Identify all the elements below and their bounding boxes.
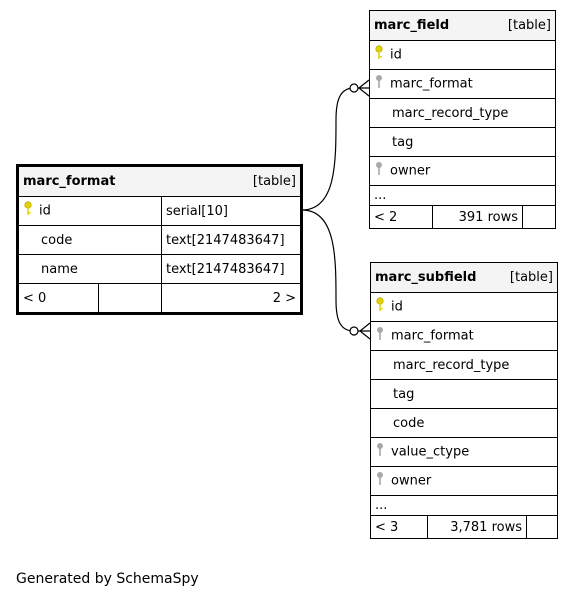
column-type: text[2147483647] [161, 225, 302, 255]
parents-count [526, 515, 558, 539]
parents-count [522, 205, 556, 229]
column-row[interactable]: code [370, 408, 558, 438]
table-marc-field[interactable]: marc_field [table] id marc_format marc_r… [369, 10, 556, 229]
link-marc-field [301, 87, 369, 211]
column-name: tag [369, 127, 556, 157]
column-row[interactable]: marc_record_type [369, 98, 556, 128]
column-name: code [17, 225, 162, 255]
column-name: id [390, 47, 402, 63]
more-columns: ... [369, 185, 556, 206]
column-row[interactable]: value_ctype [370, 437, 558, 467]
column-row[interactable]: owner [369, 156, 556, 186]
column-name: id [391, 299, 403, 315]
parents-count: 2 > [161, 283, 302, 314]
column-row[interactable]: marc_format [370, 321, 558, 351]
more-columns: ... [370, 495, 558, 516]
more-columns-row: ... [369, 185, 556, 206]
table-header: marc_field [table] [369, 10, 556, 41]
column-row[interactable]: code text[2147483647] [17, 225, 302, 255]
children-count: < 3 [370, 515, 428, 539]
table-header: marc_subfield [table] [370, 262, 558, 293]
link-marc-subfield [301, 209, 370, 332]
column-row[interactable]: tag [370, 379, 558, 409]
column-name: marc_record_type [369, 98, 556, 128]
primary-key-icon [23, 201, 39, 221]
table-marc-subfield[interactable]: marc_subfield [table] id marc_format mar… [370, 262, 558, 539]
column-name: marc_record_type [370, 350, 558, 380]
column-name: value_ctype [391, 444, 470, 460]
table-name: marc_field [374, 18, 450, 33]
link-marc-subfield-crowsfoot [359, 322, 371, 340]
column-name: tag [370, 379, 558, 409]
column-row[interactable]: owner [370, 466, 558, 496]
foreign-key-icon [375, 471, 391, 491]
link-marc-subfield-optional-marker [349, 326, 359, 336]
column-row[interactable]: id [370, 292, 558, 322]
column-name: owner [390, 163, 431, 179]
table-type: [table] [509, 270, 553, 285]
column-row[interactable]: id serial[10] [17, 196, 302, 226]
table-marc-format[interactable]: marc_format [table] id serial[10] code t… [16, 164, 303, 315]
foreign-key-icon [375, 442, 391, 462]
children-count: < 0 [17, 283, 99, 314]
column-row[interactable]: tag [369, 127, 556, 157]
row-count-cell [98, 283, 162, 314]
foreign-key-icon [374, 161, 390, 181]
table-name: marc_subfield [375, 270, 477, 285]
column-name: marc_format [391, 328, 474, 344]
table-header: marc_format [table] [17, 165, 302, 197]
column-name: marc_format [390, 76, 473, 92]
column-name: name [17, 254, 162, 284]
table-footer: < 3 3,781 rows [370, 515, 558, 539]
link-marc-field-crowsfoot [358, 79, 370, 97]
column-row[interactable]: marc_format [369, 69, 556, 99]
table-type: [table] [252, 174, 296, 189]
column-name: owner [391, 473, 432, 489]
more-columns-row: ... [370, 495, 558, 516]
primary-key-icon [375, 297, 391, 317]
generated-by-label: Generated by SchemaSpy [16, 571, 199, 587]
table-footer: < 2 391 rows [369, 205, 556, 229]
column-name: id [39, 203, 51, 219]
column-row[interactable]: marc_record_type [370, 350, 558, 380]
table-footer: < 0 2 > [17, 283, 302, 314]
column-type: serial[10] [161, 196, 302, 226]
row-count: 391 rows [432, 205, 523, 229]
foreign-key-icon [375, 326, 391, 346]
children-count: < 2 [369, 205, 433, 229]
row-count: 3,781 rows [427, 515, 527, 539]
foreign-key-icon [374, 74, 390, 94]
column-row[interactable]: id [369, 40, 556, 70]
link-marc-field-optional-marker [349, 83, 359, 93]
primary-key-icon [374, 45, 390, 65]
column-row[interactable]: name text[2147483647] [17, 254, 302, 284]
table-type: [table] [507, 18, 551, 33]
column-name: code [370, 408, 558, 438]
column-type: text[2147483647] [161, 254, 302, 284]
table-name: marc_format [23, 174, 116, 189]
